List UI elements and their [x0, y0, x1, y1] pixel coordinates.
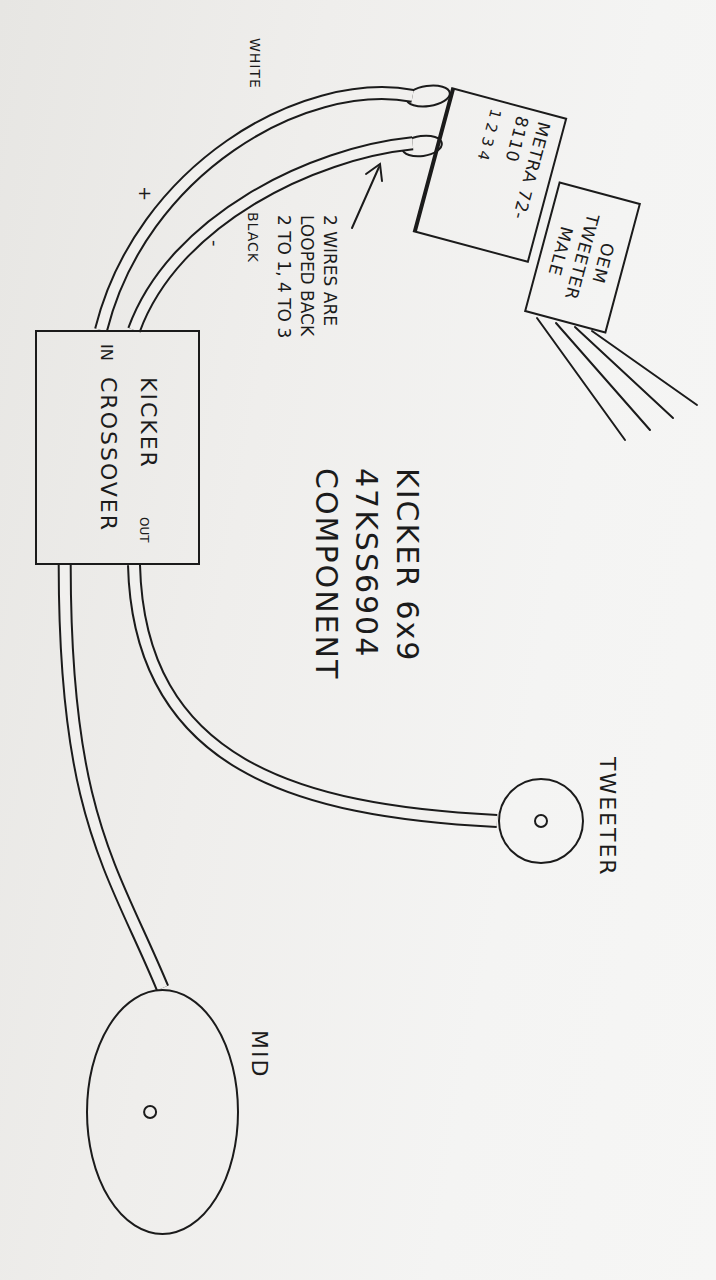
speaker-rim [499, 779, 583, 863]
mid-speaker: MID [85, 988, 240, 1236]
oem-wire [575, 327, 673, 418]
speaker-dome [144, 1106, 156, 1118]
cable-core [65, 565, 163, 988]
wire-label: BLACK [245, 212, 261, 263]
speaker-outline [497, 777, 585, 865]
port-label: OUT [137, 517, 151, 543]
port-label: IN [97, 344, 116, 361]
annotation-note: 2 WIRES ARE LOOPED BACK 2 TO 1, 4 TO 3 [272, 215, 341, 347]
crossover-box: KICKER CROSSOVER IN OUT [35, 330, 200, 565]
polarity-mark: - [205, 240, 226, 247]
harness-box: METRA 72-81101 2 3 4 [413, 87, 568, 263]
cable-outline [65, 565, 163, 988]
wire-label: WHITE [247, 38, 263, 89]
speaker-outline [85, 988, 240, 1236]
box-label: KICKER CROSSOVER [89, 377, 168, 562]
cable-outline [134, 143, 413, 330]
wire-cable [101, 93, 413, 330]
cable-core [134, 143, 413, 330]
title-note: KICKER 6x9 47KSS6904 COMPONENT [305, 468, 427, 728]
box-label: OEM TWEETER MALE [535, 193, 629, 321]
arrow-head [366, 164, 382, 181]
wire-cable [65, 565, 163, 988]
speaker-rim [87, 990, 238, 1234]
speaker-dome [535, 815, 547, 827]
speaker-label: MID [247, 1030, 272, 1078]
cable-outline [101, 93, 413, 330]
oem-wire [537, 318, 625, 440]
speaker-label: TWEETER [595, 757, 620, 877]
connector-box: OEM TWEETER MALE [524, 181, 641, 333]
pin-numbers: 1 2 3 4 [452, 107, 504, 238]
leader-arrow [352, 167, 379, 228]
tweeter-speaker: TWEETER [497, 777, 585, 865]
oem-wire [592, 331, 697, 405]
wire-cable [134, 143, 413, 330]
cable-core [101, 93, 413, 330]
polarity-mark: + [135, 186, 156, 201]
